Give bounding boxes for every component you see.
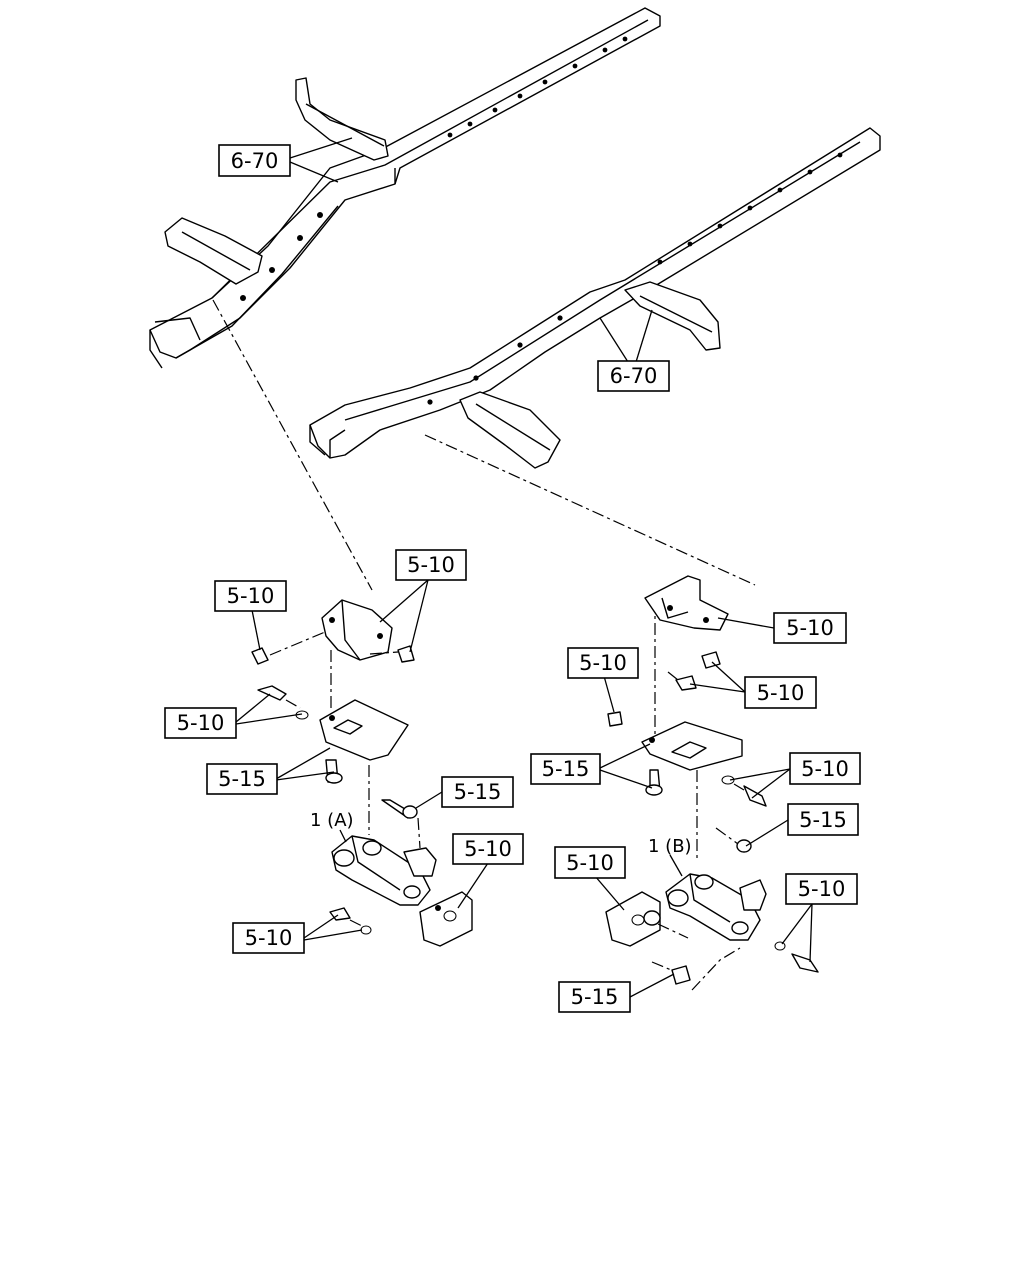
svg-text:5-15: 5-15	[571, 985, 619, 1009]
left-plate	[319, 699, 409, 761]
leader-lines	[235, 137, 813, 998]
svg-text:6-70: 6-70	[231, 149, 279, 173]
chassis-frame	[149, 7, 881, 469]
callout-5-15-left-shackle: 5-15	[441, 776, 514, 808]
rail-holes-right	[427, 152, 843, 405]
callout-5-15-right-plate: 5-15	[530, 753, 601, 785]
svg-text:5-10: 5-10	[757, 681, 805, 705]
svg-text:5-10: 5-10	[464, 837, 512, 861]
alignment-lines	[212, 299, 756, 862]
callout-5-10-right-top: 5-10	[773, 612, 847, 644]
svg-text:5-10: 5-10	[245, 926, 293, 950]
callout-5-10-top-mid: 5-10	[395, 549, 467, 581]
callout-5-10-right-bottom: 5-10	[785, 873, 858, 905]
right-bolts-lower	[651, 941, 819, 991]
right-upper-bracket	[644, 575, 729, 631]
callout-5-10-left-mid: 5-10	[164, 707, 237, 739]
part-label-1B: 1 (B)	[648, 836, 692, 857]
right-shackle-1B	[665, 873, 767, 941]
callout-5-15-right-bottom: 5-15	[558, 981, 631, 1013]
callout-5-10-right-bolts: 5-10	[744, 676, 817, 709]
left-bolts-mid	[257, 685, 343, 784]
callout-5-10-left-bracket: 5-10	[452, 833, 524, 865]
callout-6-70-lower: 6-70	[597, 360, 670, 392]
svg-text:5-10: 5-10	[579, 651, 627, 675]
callout-5-10-left-bottom: 5-10	[232, 922, 305, 954]
part-label-1A: 1 (A)	[310, 810, 354, 831]
svg-text:5-15: 5-15	[218, 767, 266, 791]
svg-text:5-10: 5-10	[177, 711, 225, 735]
svg-text:5-15: 5-15	[454, 780, 502, 804]
svg-text:5-15: 5-15	[799, 808, 847, 832]
left-bolts-upper	[251, 631, 415, 665]
svg-text:5-10: 5-10	[407, 553, 455, 577]
svg-text:5-10: 5-10	[798, 877, 846, 901]
callout-5-15-left: 5-15	[206, 763, 278, 795]
svg-text:5-10: 5-10	[801, 757, 849, 781]
right-plate	[641, 721, 743, 771]
left-shackle-1A	[331, 799, 437, 906]
callout-5-10-left-top: 5-10	[214, 580, 287, 612]
callout-5-10-right-bracket: 5-10	[554, 846, 626, 879]
callout-5-10-right-mid: 5-10	[789, 752, 861, 785]
left-lower-bracket	[419, 891, 473, 947]
svg-text:5-10: 5-10	[566, 851, 614, 875]
svg-text:5-10: 5-10	[227, 584, 275, 608]
svg-text:5-15: 5-15	[542, 757, 590, 781]
callout-6-70-upper: 6-70	[218, 144, 291, 177]
callout-5-15-right-shackle: 5-15	[787, 803, 859, 836]
svg-text:5-10: 5-10	[786, 616, 834, 640]
left-upper-bracket	[321, 599, 393, 661]
rail-holes	[240, 36, 628, 301]
callout-5-10-right-nut: 5-10	[567, 647, 639, 679]
right-bolts-upper	[607, 651, 721, 727]
svg-text:6-70: 6-70	[610, 364, 658, 388]
left-bolts-lower	[329, 907, 372, 935]
